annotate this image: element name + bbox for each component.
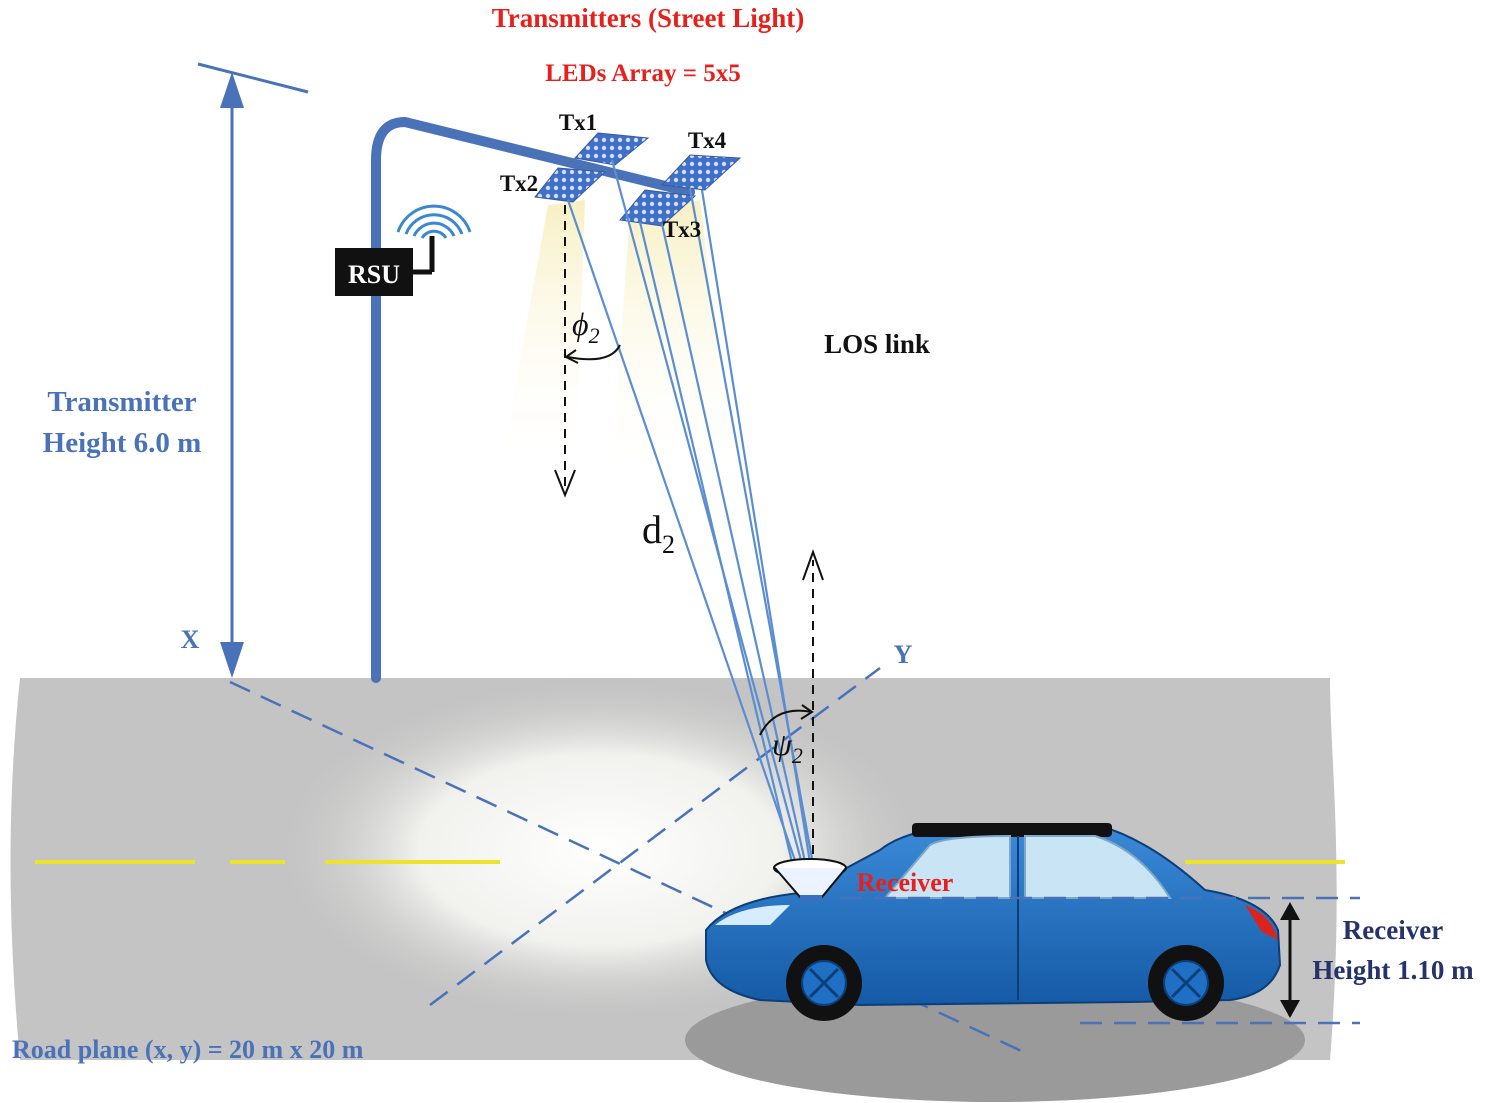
tx2-label: Tx2 <box>500 171 538 196</box>
road-plane-label: Road plane (x, y) = 20 m x 20 m <box>12 1035 364 1064</box>
irradiance-angle-arc <box>567 344 621 361</box>
light-cone-right <box>610 200 730 480</box>
light-cone-left <box>500 200 585 470</box>
los-link-label: LOS link <box>824 329 930 359</box>
x-axis-label: X <box>181 625 200 654</box>
led-arrays <box>534 132 742 227</box>
street-light-pole <box>371 116 695 683</box>
car-tail-light <box>1245 905 1278 940</box>
car-front-wheel <box>786 945 862 1021</box>
irradiance-angle-label: ϕ2 <box>572 306 600 348</box>
rsu-unit: RSU <box>335 236 435 296</box>
receiver-height-line1: Receiver <box>1343 915 1443 945</box>
distance-label: d2 <box>642 507 675 559</box>
receiver-photodetector <box>773 858 847 901</box>
y-axis-line <box>429 666 881 1007</box>
car-roof-rack <box>912 823 1112 837</box>
led-array-tx4 <box>660 154 742 191</box>
transmitter-height-line1: Transmitter <box>47 386 196 418</box>
rsu-label: RSU <box>348 260 400 289</box>
los-link-rays <box>566 159 817 876</box>
receiver-height-indicator <box>840 896 1360 1025</box>
wifi-signal-icon <box>396 204 472 239</box>
tx1-label: Tx1 <box>559 110 597 135</box>
receiver-normal-arrow <box>802 549 824 870</box>
receiver-label: Receiver <box>857 868 954 897</box>
diagram-title: Transmitters (Street Light) <box>492 3 804 33</box>
led-array-tx2 <box>534 167 607 203</box>
y-axis-label: Y <box>894 640 913 669</box>
incidence-angle-label: ψ2 <box>772 726 803 768</box>
transmitter-height-arrow <box>197 62 309 678</box>
incidence-angle-arc <box>759 709 813 736</box>
led-array-tx1 <box>574 132 650 166</box>
transmitter-normal-arrow <box>554 205 576 498</box>
tx4-label: Tx4 <box>688 128 727 153</box>
irradiance-arc-arrowhead <box>564 349 579 364</box>
car-rear-window <box>1024 835 1172 899</box>
car-rear-wheel <box>1148 945 1224 1021</box>
receiver-height-line2: Height 1.10 m <box>1312 955 1474 985</box>
incidence-arc-arrowhead <box>800 704 814 720</box>
transmitter-height-line2: Height 6.0 m <box>43 427 202 459</box>
car <box>705 823 1282 1021</box>
car-headlight <box>715 905 790 925</box>
tx3-label: Tx3 <box>663 217 701 242</box>
led-array-label: LEDs Array = 5x5 <box>545 60 741 87</box>
car-front-window <box>882 834 1011 899</box>
